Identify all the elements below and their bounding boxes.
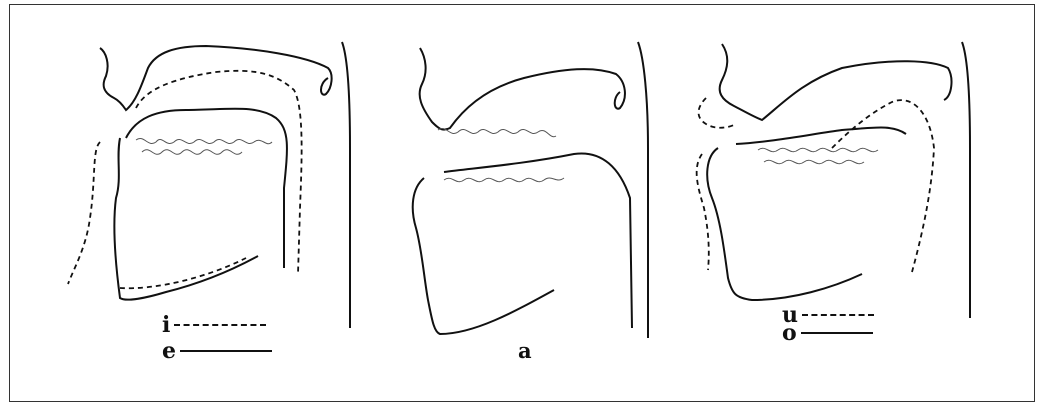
legend-letter-e: e [162, 340, 176, 362]
legend-letter-i: i [162, 314, 170, 336]
legend-line-dashed [174, 324, 266, 326]
legend-row-e: e [162, 340, 272, 362]
legend-row-o: o [782, 322, 873, 344]
vocal-tract-drawing-a [394, 38, 661, 362]
vocal-tract-panel-i-e: i e [66, 38, 362, 372]
vocal-tract-panel-u-o: u o [692, 38, 983, 352]
panel-caption-a: a [518, 338, 532, 363]
legend-line-dashed [802, 314, 874, 316]
legend-row-i: i [162, 314, 266, 336]
legend-line-solid [801, 332, 873, 334]
legend-letter-o: o [782, 322, 797, 344]
legend-line-solid [180, 350, 272, 352]
vocal-tract-panel-a: a [394, 38, 661, 362]
